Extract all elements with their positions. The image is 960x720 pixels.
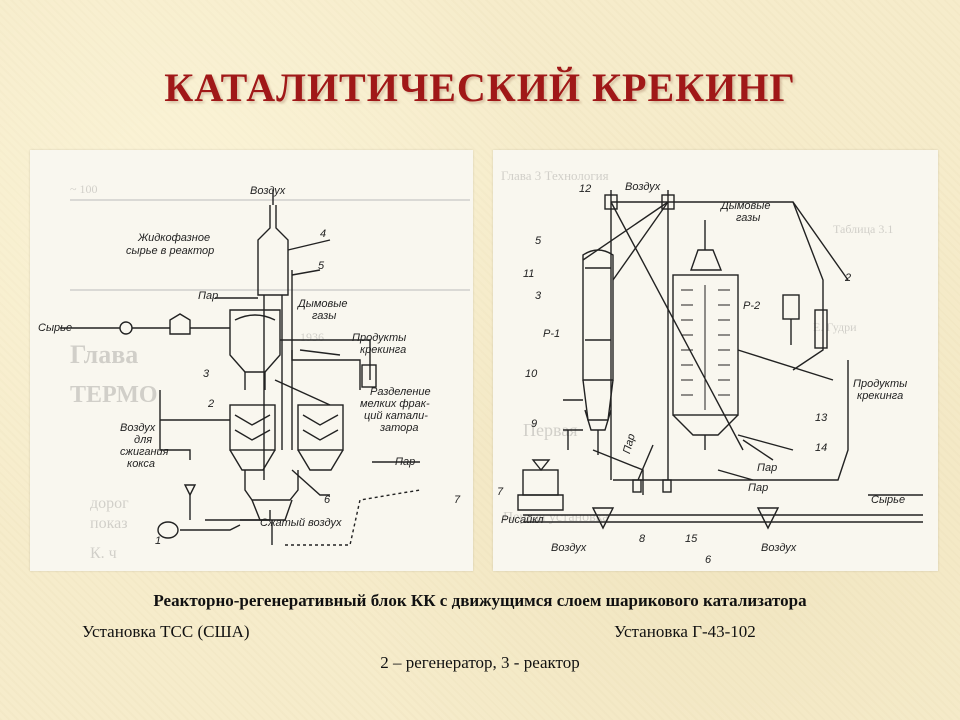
callout-14: 14 [815,442,828,454]
air-coke-label-4: кокса [127,458,155,470]
feed-label-r: Сырье [871,494,906,506]
feed-label: Сырье [38,322,73,334]
callout-1: 1 [155,535,162,547]
callout-2-r: 2 [845,272,852,284]
air-coke-label-3: сжигания [120,446,169,458]
callout-3-r: 3 [535,290,542,302]
callout-5: 5 [318,260,325,272]
callout-11: 11 [523,268,535,280]
left-caption: Установка ТСС (США) [82,622,250,641]
separation-label-4: затора [380,422,419,434]
air-top-label: Воздух [250,185,286,197]
steam-label-1: Пар [198,290,219,302]
tcc-diagram-panel: ~ 100 Глава ТЕРМО 1936 дорог показ К. ч [30,150,473,571]
flue-gas-label-r2: газы [736,212,761,224]
separation-label-1: Разделение [370,386,431,398]
callout-2: 2 [208,398,215,410]
tcc-schematic [60,190,470,546]
reactor-label: Р-1 [543,328,561,340]
callout-5-r: 5 [535,235,542,247]
steam-label-2: Пар [395,456,416,468]
callout-4: 4 [320,228,327,240]
liquid-feed-label-2: сырье в реактор [126,245,215,257]
air-right-label-r: Воздух [761,542,797,554]
g43-schematic [517,190,923,530]
slide-title: КАТАЛИТИЧЕСКИЙ КРЕКИНГ [164,65,796,110]
products-label-2: крекинга [360,344,407,356]
callout-6: 6 [324,494,331,506]
callout-15: 15 [685,533,698,545]
products-label-1: Продукты [352,332,407,344]
products-label-r2: крекинга [857,390,904,402]
liquid-feed-label-1: Жидкофазное [138,232,211,244]
callout-3: 3 [203,368,210,380]
air-left-label-r: Воздух [551,542,587,554]
callout-6-r: 6 [705,554,712,566]
steam-label-r2: Пар [757,462,778,474]
flue-gas-label-2: газы [312,310,337,322]
products-label-r1: Продукты [853,378,908,390]
flue-gas-label-r1: Дымовые [721,200,771,212]
callout-10: 10 [525,368,538,380]
recycle-label: Рисайкл [501,514,544,526]
compressed-air-label: Сжатый воздух [260,517,342,529]
callout-13: 13 [815,412,828,424]
callout-7-r: 7 [497,486,504,498]
steam-label-r3: Пар [748,482,769,494]
callout-9: 9 [531,418,538,430]
air-top-label-r: Воздух [625,181,661,193]
callout-12: 12 [579,183,592,195]
g43-diagram-panel: Глава 3 Технология Таблица 3.1 Е. Гудри … [493,150,938,571]
flue-gas-label-1: Дымовые [298,298,348,310]
regenerator-label: Р-2 [743,300,761,312]
figure-caption: Реакторно-регенеративный блок КК с движу… [153,591,807,610]
air-coke-label-2: для [134,434,153,446]
separation-label-2: мелких фрак- [360,398,430,410]
separation-label-3: ций катали- [364,410,428,422]
air-coke-label-1: Воздух [120,422,156,434]
right-caption: Установка Г-43-102 [614,622,756,641]
callout-7: 7 [454,494,461,506]
callout-8: 8 [639,533,646,545]
legend-note: 2 – регенератор, 3 - реактор [380,653,580,672]
